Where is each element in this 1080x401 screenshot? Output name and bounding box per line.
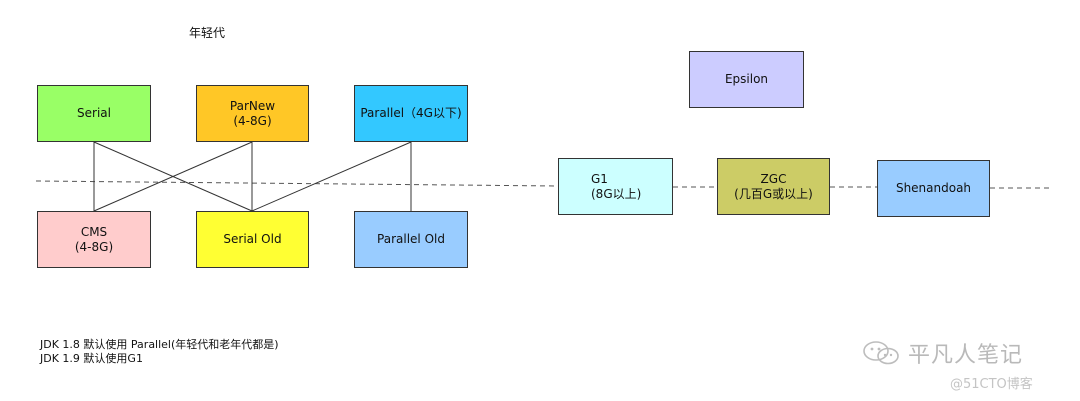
serial-old-box: Serial Old: [196, 211, 309, 268]
serial-label-line-1: Serial: [77, 106, 111, 120]
watermark-text: 平凡人笔记: [908, 343, 1024, 368]
link-parnew-cms: [93, 141, 253, 212]
watermark-sub: @51CTO博客: [950, 377, 1033, 392]
g1-label-line-1: G1: [591, 171, 608, 186]
cms-label-line-2: (4-8G): [74, 239, 114, 254]
young-generation-label: 年轻代: [189, 26, 226, 40]
parnew-label-line-1: ParNew: [229, 98, 276, 113]
g1-box: G1(8G以上): [558, 158, 673, 215]
parnew-label-line-2: (4-8G): [233, 113, 272, 128]
parallel-label-line-1: Parallel（4G以下): [360, 106, 462, 120]
epsilon-box: Epsilon: [689, 51, 804, 108]
link-parallel-serial-old: [251, 141, 412, 212]
wechat-icon: [863, 341, 899, 365]
zgc-label-line-2: (几百G或以上): [734, 186, 813, 201]
g1-label-line-2: (8G以上): [591, 186, 642, 201]
parallel-old-box: Parallel Old: [354, 211, 468, 268]
parallel-old-label-line-1: Parallel Old: [377, 232, 445, 246]
epsilon-label-line-1: Epsilon: [724, 72, 769, 86]
generation-divider-left: [35, 180, 559, 187]
note-jdk18: JDK 1.8 默认使用 Parallel(年轻代和老年代都是): [40, 338, 279, 351]
cms-box: CMS(4-8G): [37, 211, 151, 268]
note-jdk19: JDK 1.9 默认使用G1: [40, 352, 143, 365]
zgc-box: ZGC(几百G或以上): [717, 158, 830, 215]
parallel-box: Parallel（4G以下): [354, 85, 468, 142]
serial-box: Serial: [37, 85, 151, 142]
parnew-box: ParNew(4-8G): [196, 85, 309, 142]
cms-label-line-1: CMS: [80, 224, 108, 239]
notes: JDK 1.8 默认使用 Parallel(年轻代和老年代都是) JDK 1.9…: [40, 338, 279, 366]
shenandoah-box: Shenandoah: [877, 160, 990, 217]
watermark-main: 平凡人笔记: [862, 337, 1023, 369]
serial-old-label-line-1: Serial Old: [223, 232, 282, 246]
zgc-label-line-1: ZGC: [760, 171, 787, 186]
shenandoah-label-line-1: Shenandoah: [895, 181, 972, 195]
